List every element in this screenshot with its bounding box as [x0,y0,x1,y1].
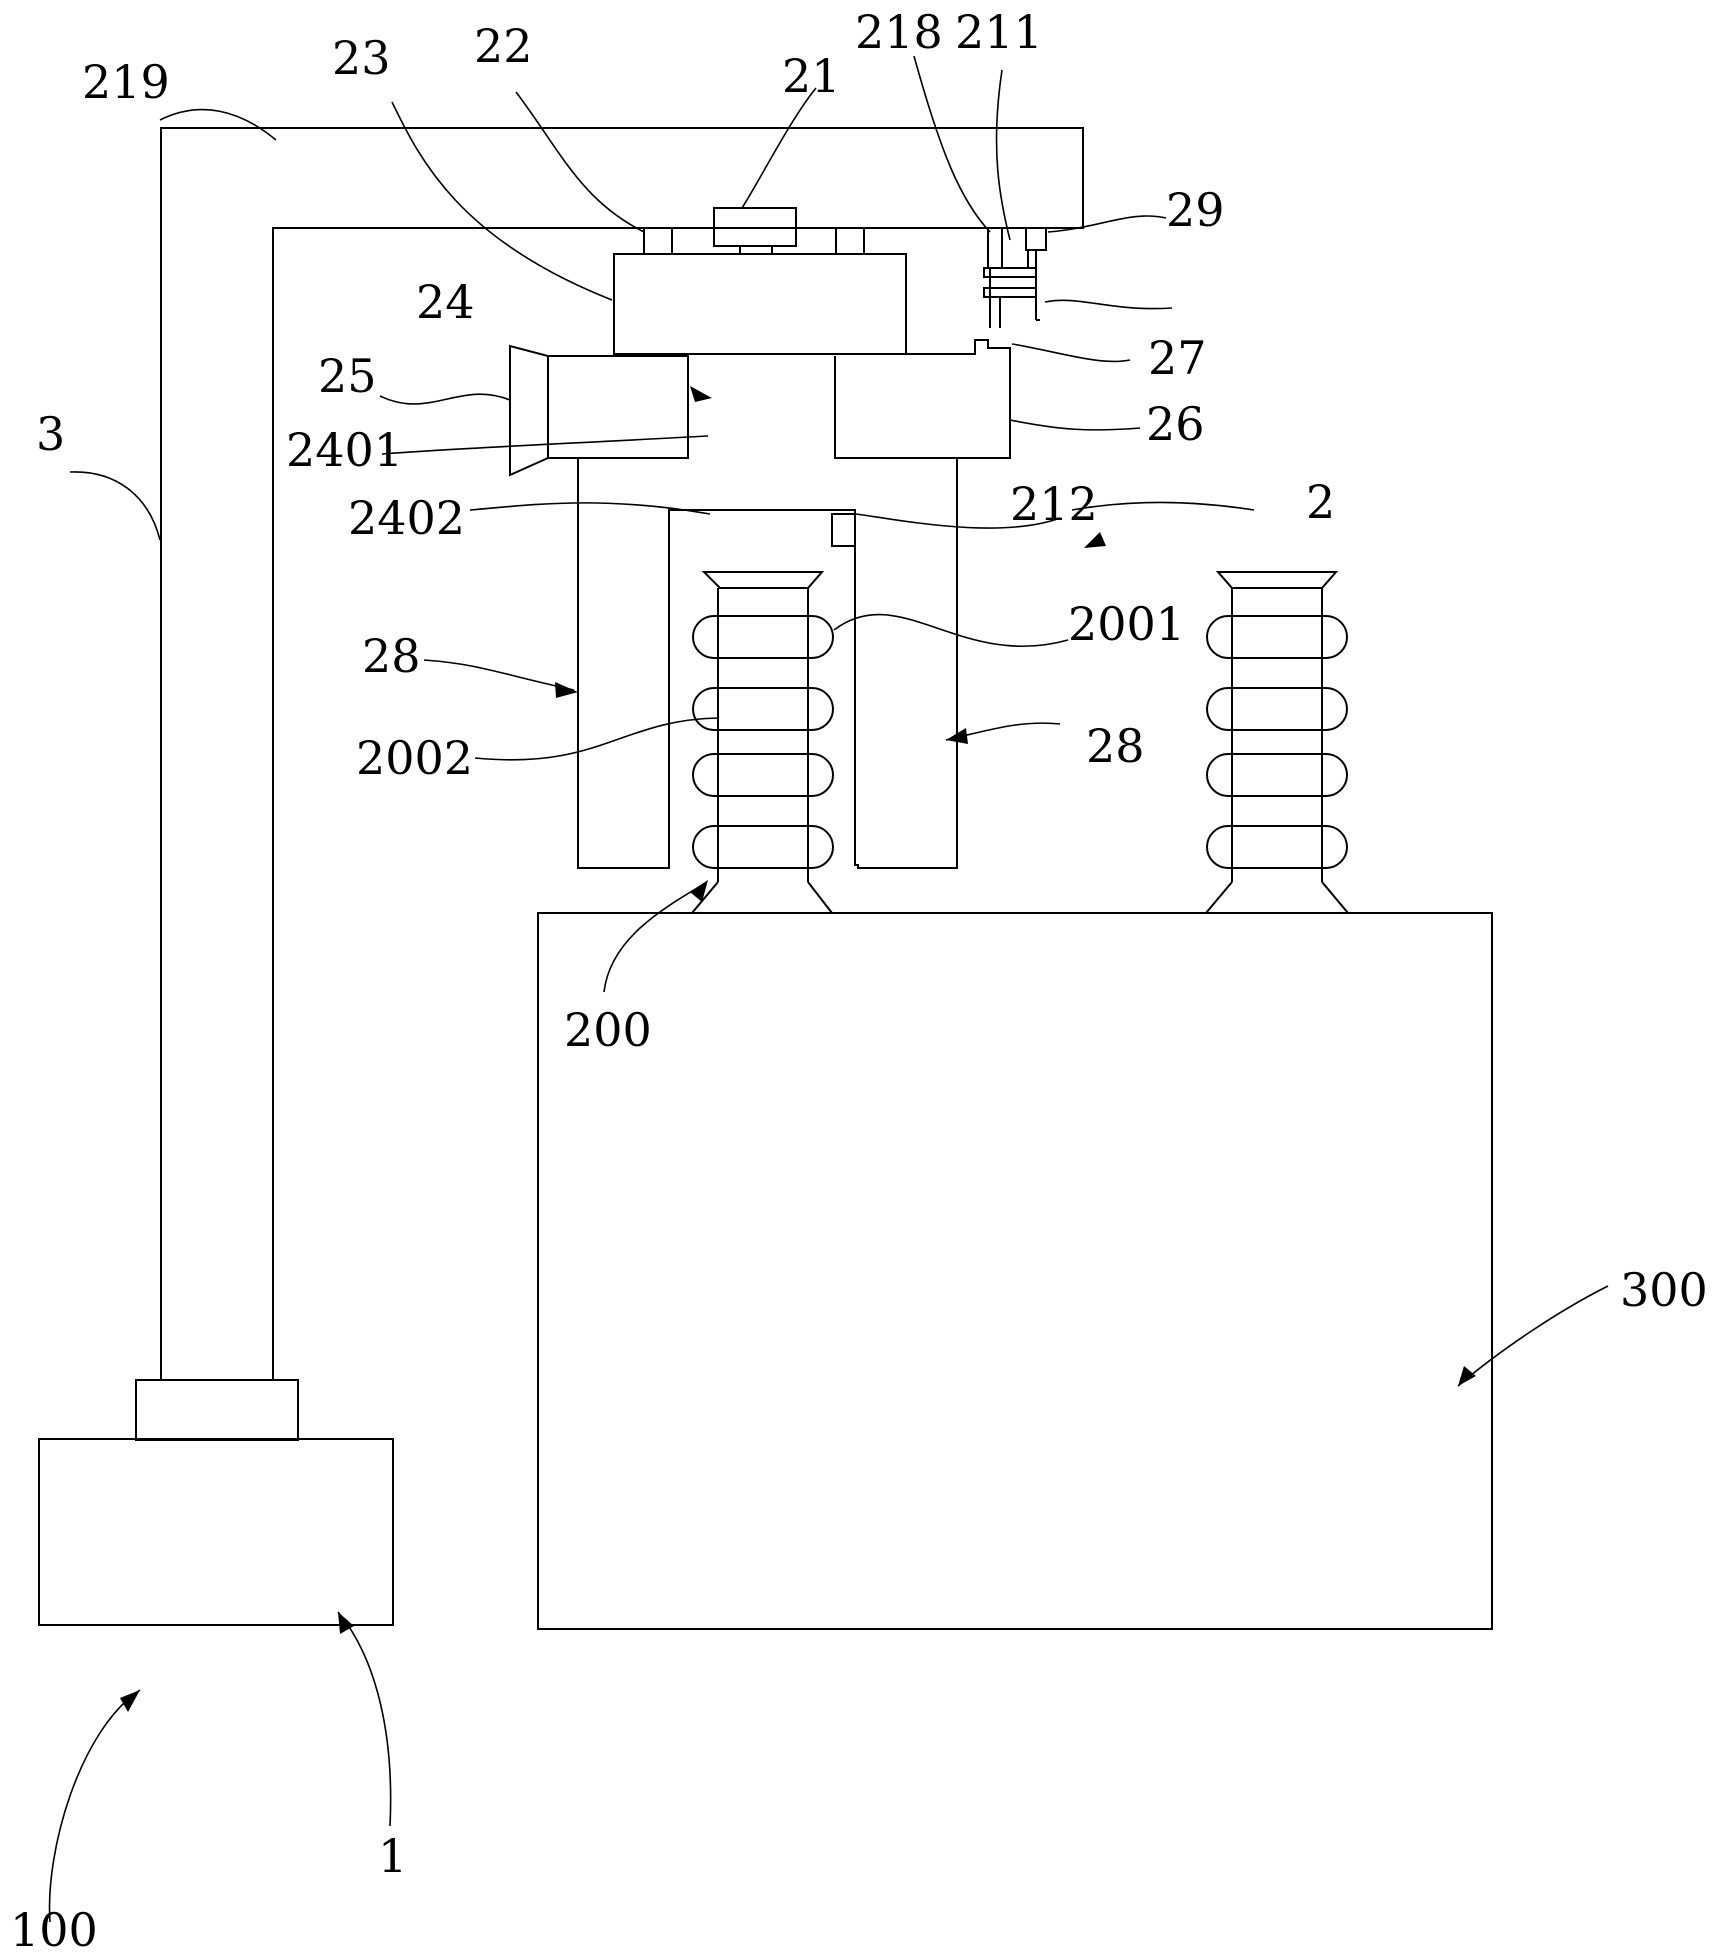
ref-219: 219 [82,55,170,109]
clamp-assembly [983,227,1047,328]
ref-27: 27 [1148,331,1207,385]
tank-300 [537,912,1493,1630]
mounting-block-23 [613,207,907,355]
ref-3: 3 [36,407,65,461]
ref-24: 24 [416,275,475,329]
reference-numerals: 219 23 22 21 218 211 29 24 27 25 26 2401… [10,5,1708,1957]
ref-2001: 2001 [1068,597,1185,651]
ref-211: 211 [955,5,1043,59]
camera-24 [509,344,689,477]
arrow-heads [120,386,1476,1712]
jaws-28 [577,458,958,869]
frame-3 [160,127,1084,1380]
ref-28-left: 28 [362,629,421,683]
ref-25: 25 [318,349,377,403]
insulator-right [1205,571,1349,914]
ref-29: 29 [1166,183,1225,237]
ref-300: 300 [1620,1263,1708,1317]
ref-2: 2 [1306,475,1335,529]
ref-23: 23 [332,31,391,85]
ref-2002: 2002 [356,731,473,785]
ref-218: 218 [855,5,943,59]
sensor-box-26 [834,339,1011,459]
ref-26: 26 [1146,397,1205,451]
base-unit-1 [38,1379,394,1626]
ref-21: 21 [782,49,841,103]
ref-1: 1 [378,1829,407,1883]
leader-lines [48,55,1609,1923]
ref-200: 200 [564,1003,652,1057]
ref-100: 100 [10,1903,98,1957]
insulator-200 [691,571,834,914]
ref-212: 212 [1010,477,1098,531]
ref-22: 22 [474,19,533,73]
ref-28-right: 28 [1086,719,1145,773]
ref-2401: 2401 [286,423,403,477]
ref-2402: 2402 [348,491,465,545]
